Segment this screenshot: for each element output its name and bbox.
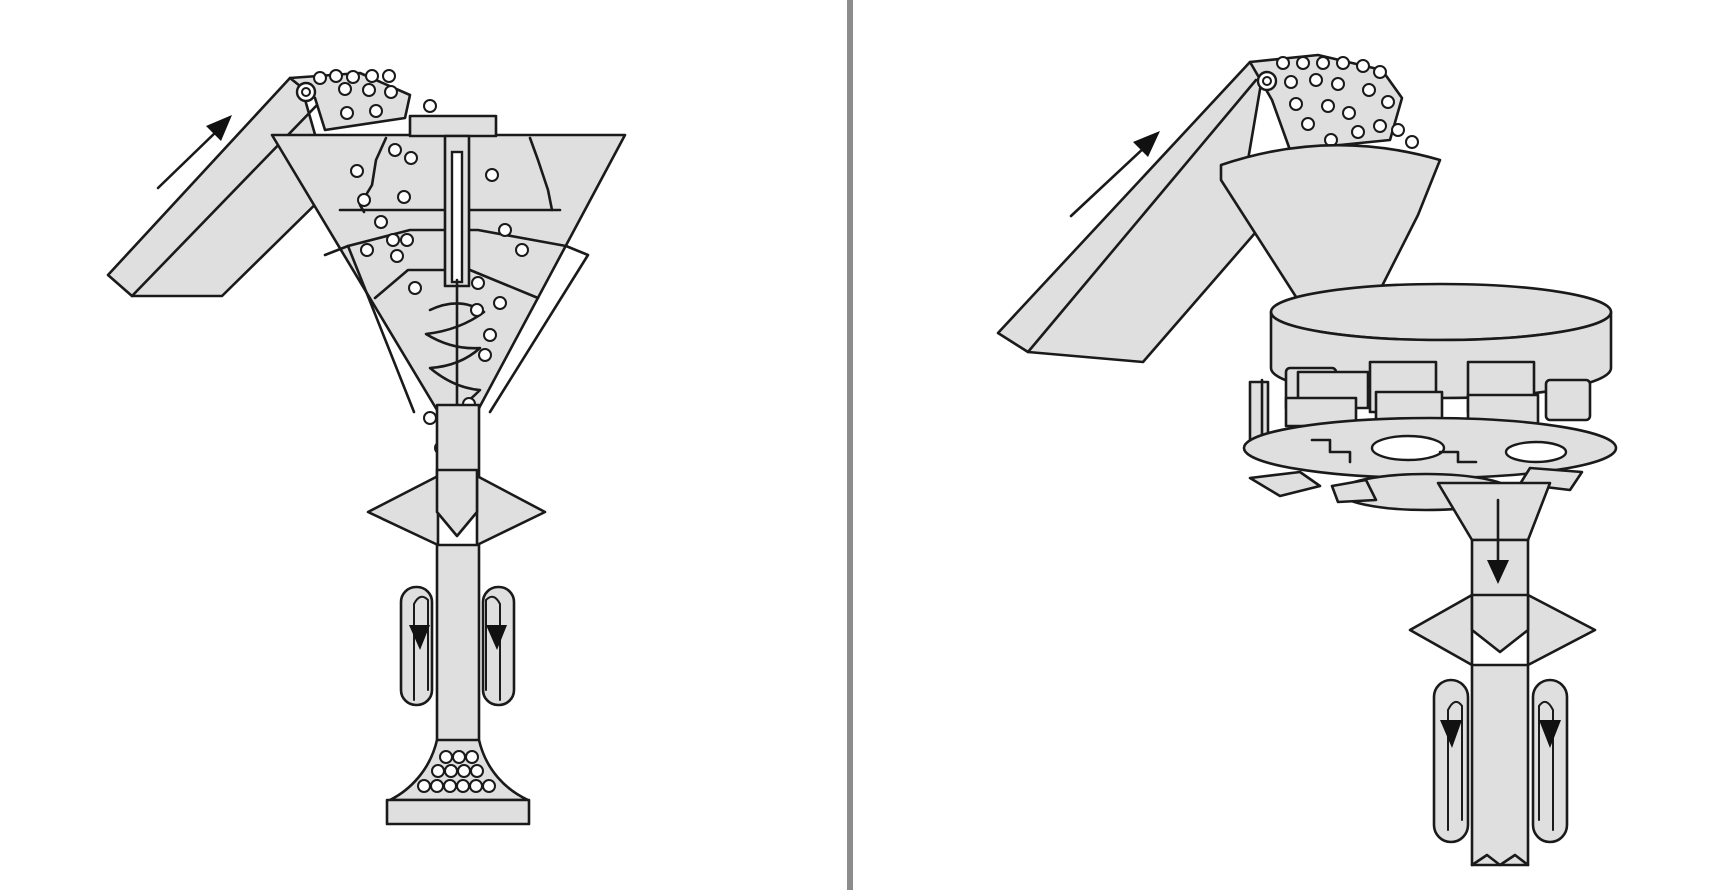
- left-forming-tube: [366, 403, 547, 826]
- right-sealing-jaw-right: [1531, 678, 1569, 844]
- right-infeed-direction-arrow: [1069, 131, 1160, 218]
- left-sealing-jaw-left: [399, 585, 434, 707]
- multihead-weigher-panel: [996, 53, 1618, 867]
- panel-divider: [847, 0, 853, 890]
- auger-filler-panel: [106, 69, 627, 826]
- right-conveyor-product-balls: [1276, 56, 1419, 149]
- left-bag-product-pile: [417, 750, 496, 793]
- right-forming-tube: [1470, 663, 1530, 867]
- auger-motor-cap: [408, 114, 498, 288]
- left-conveyor-product-balls: [313, 69, 437, 120]
- weigher-collection-platform: [1242, 416, 1618, 512]
- left-sealing-jaw-right: [481, 585, 516, 707]
- right-sealing-jaw-left: [1432, 678, 1470, 844]
- left-infeed-direction-arrow: [156, 115, 232, 190]
- weigher-discharge-chute: [1408, 481, 1597, 667]
- weigher-infeed-funnel: [1219, 143, 1442, 302]
